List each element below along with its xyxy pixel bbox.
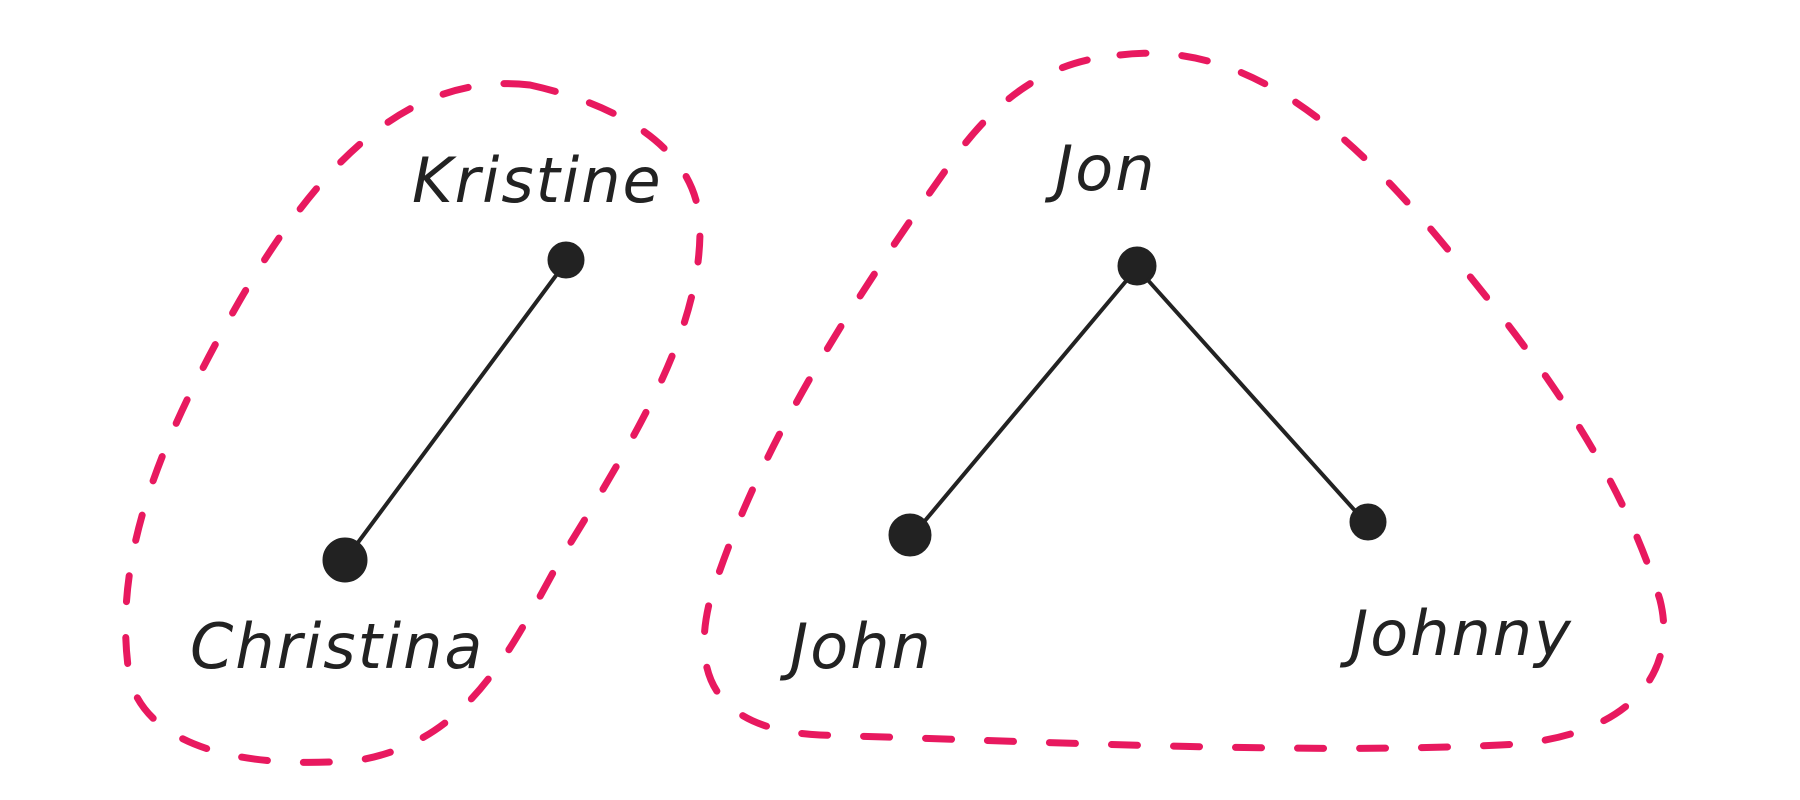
node-johnny xyxy=(1349,503,1387,541)
label-jon: Jon xyxy=(1044,132,1157,205)
label-christina: Christina xyxy=(190,610,484,683)
edge-kristine-christina xyxy=(343,260,568,562)
label-johnny: Johnny xyxy=(1339,597,1573,670)
node-jon xyxy=(1117,246,1157,286)
edge-jon-johnny xyxy=(1135,266,1368,525)
cluster-right: Jon John Johnny xyxy=(700,49,1668,752)
cluster-left: Kristine Christina xyxy=(122,80,704,766)
label-kristine: Kristine xyxy=(412,144,663,217)
label-john: John xyxy=(779,610,933,683)
node-christina xyxy=(322,537,368,583)
node-kristine xyxy=(547,241,585,279)
edge-jon-john xyxy=(911,266,1139,537)
cluster-left-outline xyxy=(122,80,704,766)
node-john xyxy=(888,513,932,557)
cluster-right-outline xyxy=(700,49,1668,752)
